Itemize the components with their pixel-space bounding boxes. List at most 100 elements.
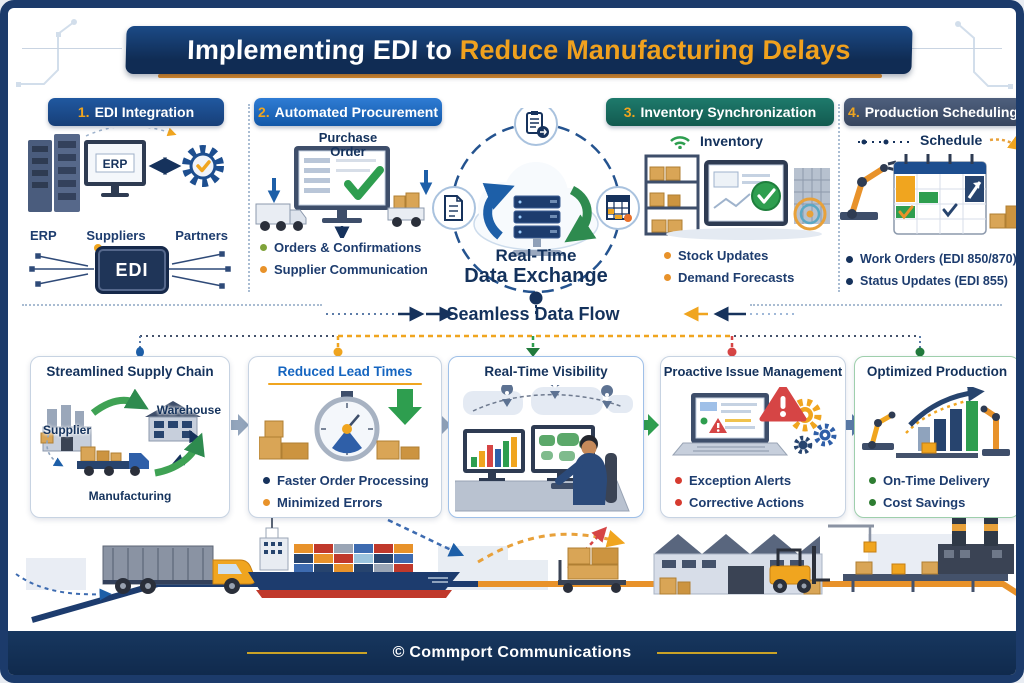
section-header-edi-integration: 1.EDI Integration	[48, 98, 224, 126]
divider	[22, 304, 322, 306]
bullet-dot	[869, 477, 876, 484]
green-arrow-icon	[154, 432, 205, 477]
robot-arm-icon	[840, 160, 897, 220]
list-item: Stock Updates	[664, 248, 768, 263]
green-arrow-icon	[90, 388, 149, 416]
bullet-dot	[664, 274, 671, 281]
bullet-text: Minimized Errors	[277, 495, 383, 510]
flow-arrows-right-icon	[683, 306, 794, 322]
server-icon	[28, 134, 80, 212]
edi-chip-label: EDI	[115, 259, 149, 280]
node-label-erp: ERP	[30, 228, 57, 243]
title-highlight: Reduce Manufacturing Delays	[459, 34, 852, 65]
section-header-production-scheduling: 4.Production Scheduling	[844, 98, 1018, 126]
hub-title-line2: Data Exchange	[464, 265, 608, 287]
benefit-card-proactive-issue-management: Proactive Issue Management	[660, 356, 846, 518]
inventory-tablet-icon	[704, 160, 788, 226]
inventory-label-row: Inventory	[668, 132, 763, 149]
edi-circuit-icon	[29, 244, 231, 289]
node-label-partners: Partners	[175, 228, 228, 243]
bullet-text: Corrective Actions	[689, 495, 805, 510]
section-number: 3.	[623, 104, 636, 120]
pallet-cart-icon	[558, 547, 626, 593]
purchase-order-label: Purchase Order	[318, 130, 378, 160]
list-item: Exception Alerts	[675, 473, 791, 488]
dashed-route-blue	[387, 518, 465, 557]
benefit-card-reduced-lead-times: Reduced Lead Times Faster Order Processi	[248, 356, 442, 518]
bullet-text: Orders & Confirmations	[274, 240, 422, 255]
divider	[750, 304, 1002, 306]
supply-chain-cycle-illustration	[40, 388, 205, 477]
section-number: 2.	[257, 104, 270, 120]
benefit-title: Real-Time Visibility	[484, 364, 608, 379]
cycle-arrow-green-icon	[564, 185, 597, 243]
divider	[838, 104, 840, 292]
growth-arrow-icon	[908, 387, 985, 427]
scheduling-illustration	[840, 154, 1016, 235]
benefit-card-streamlined-supply-chain: Streamlined Supply Chain	[30, 356, 230, 518]
list-item: Orders & Confirmations	[260, 240, 421, 255]
containers	[294, 544, 413, 572]
box-icon	[921, 442, 937, 454]
bullet-text: Stock Updates	[678, 248, 769, 263]
stopwatch-icon	[314, 391, 380, 462]
section-number: 4.	[848, 104, 860, 120]
boxes-icon	[989, 205, 1016, 229]
edi-node-labels: ERP Suppliers Partners	[30, 228, 228, 243]
footer-bar: © Commport Communications	[8, 631, 1016, 675]
inventory-illustration	[644, 154, 830, 240]
list-item: Faster Order Processing	[263, 473, 429, 488]
bullet-dot	[675, 499, 682, 506]
dashed-route-red	[567, 526, 608, 569]
bullet-dot	[263, 499, 270, 506]
dotted-connector	[858, 139, 912, 145]
laptop-icon	[671, 393, 789, 456]
bullet-text: Demand Forecasts	[678, 270, 795, 285]
bullet-dot	[675, 477, 682, 484]
list-item: Corrective Actions	[675, 495, 804, 510]
circuit-decoration-icon	[955, 21, 1013, 89]
issue-illustration	[671, 387, 837, 456]
container-truck-icon	[102, 545, 256, 594]
circuit-decoration-icon	[16, 19, 77, 87]
procurement-illustration	[255, 146, 433, 238]
list-item: Supplier Communication	[260, 262, 428, 277]
section-header-automated-procurement: 2.Automated Procurement	[254, 98, 442, 126]
title-underline	[268, 383, 422, 385]
hub-bottom-node	[529, 291, 543, 305]
bullet-dot	[846, 277, 853, 285]
bullet-dot	[869, 499, 876, 506]
conveyor-icon	[896, 453, 978, 458]
divider	[902, 48, 1002, 49]
erp-monitor-icon: ERP	[84, 140, 146, 197]
node-label-suppliers: Suppliers	[86, 228, 146, 243]
section-label: Production Scheduling	[864, 104, 1018, 120]
benefit-connector	[136, 334, 925, 357]
footer-copyright: © Commport Communications	[392, 644, 632, 661]
dashed-arrow	[46, 428, 64, 467]
footer-gold-line	[657, 652, 778, 654]
supplier-label: Supplier	[43, 423, 92, 437]
world-map-icon	[463, 385, 633, 415]
boxes-icon	[259, 420, 420, 460]
page-title-banner: Implementing EDI to Reduce Manufacturing…	[125, 26, 913, 74]
bullet-text: Exception Alerts	[689, 473, 792, 488]
dashed-arc	[85, 128, 177, 137]
trend-dotted	[905, 399, 967, 434]
green-down-arrow-icon	[388, 389, 422, 425]
truck-icon	[77, 446, 149, 476]
bullet-text: On-Time Delivery	[883, 473, 990, 488]
benefit-card-optimized-production: Optimized Production On-Ti	[854, 356, 1016, 518]
bullet-dot	[664, 252, 671, 259]
chevron-arrow-icon	[231, 414, 249, 436]
document-icon	[432, 186, 476, 230]
forklift-icon	[769, 546, 830, 593]
bullet-text: Cost Savings	[883, 495, 966, 510]
benefit-title: Streamlined Supply Chain	[46, 364, 214, 379]
chevron-arrow-icon	[433, 414, 451, 436]
truck-icon	[387, 170, 433, 227]
road-orange	[478, 581, 1016, 596]
cycle-arrow-blue-icon	[482, 183, 515, 240]
clipboard-icon	[514, 108, 558, 146]
